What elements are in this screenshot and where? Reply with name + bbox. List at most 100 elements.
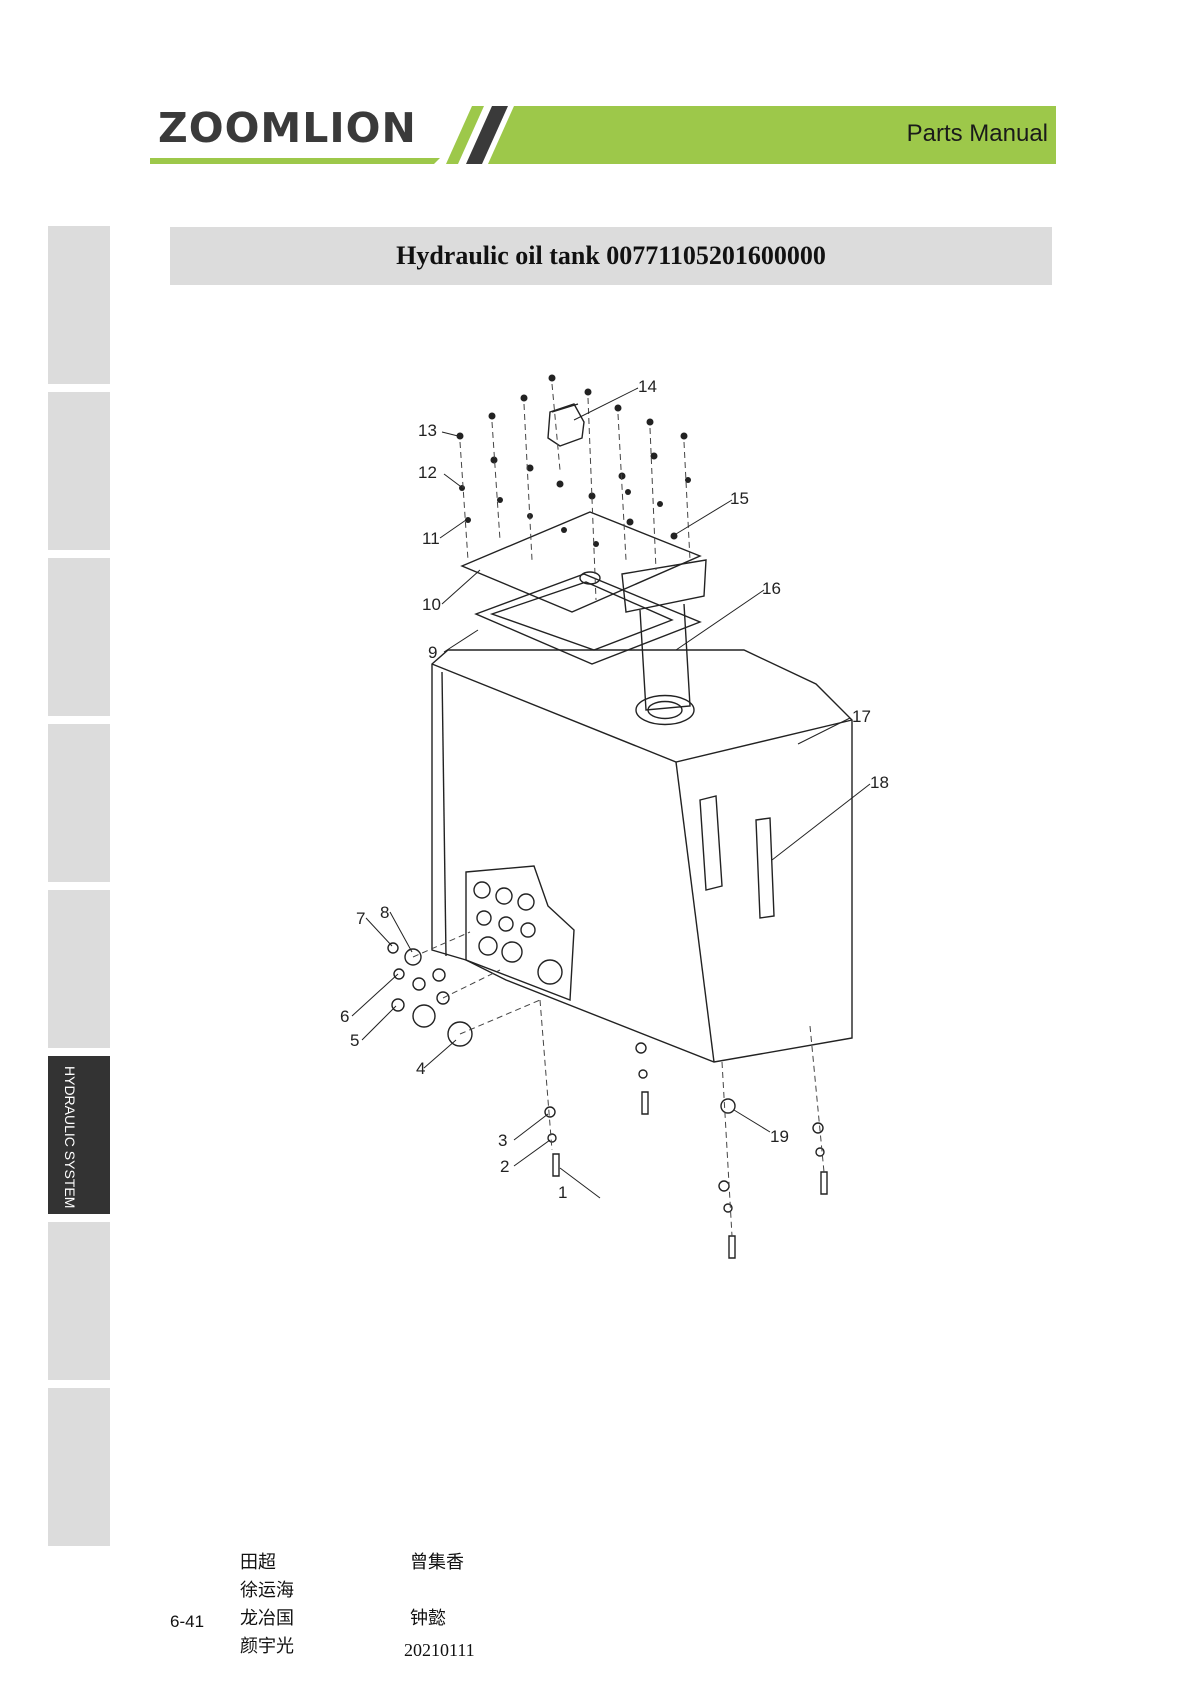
- gauge-bracket: [699, 795, 723, 891]
- callout-7: 7: [356, 909, 365, 928]
- callout-5: 5: [350, 1031, 359, 1050]
- cover-plate-10: [460, 511, 702, 613]
- callout-9: 9: [428, 643, 437, 662]
- callout-8: 8: [380, 903, 389, 922]
- section-tab-hydraulic-system[interactable]: HYDRAULIC SYSTEM: [48, 1056, 110, 1214]
- assembly-line: [539, 999, 553, 1151]
- logo-underline: [150, 158, 440, 164]
- assembly-line: [587, 397, 597, 601]
- screw: [588, 492, 596, 500]
- bolt: [641, 1091, 649, 1115]
- fitting-8: [404, 948, 422, 966]
- assembly-line: [809, 1025, 825, 1173]
- stripe-dark: [466, 106, 508, 164]
- filter-bowl: [639, 603, 691, 711]
- leader-line: [573, 387, 639, 421]
- leader-line: [675, 499, 733, 535]
- leader-line: [351, 973, 399, 1017]
- assembly-line: [649, 427, 657, 571]
- assembly-line: [491, 421, 501, 541]
- footer-name: 曾集香: [410, 1552, 464, 1573]
- leader-line: [675, 589, 765, 651]
- screw: [548, 374, 556, 382]
- assembly-line: [551, 383, 561, 471]
- port-hole: [473, 881, 491, 899]
- callout-numbers: 1 2 3 4 5 6 7 8 9 10 11 12 13 14 15 16 1…: [340, 377, 889, 1202]
- fitting: [412, 977, 426, 991]
- sight-gauge-18: [755, 817, 775, 919]
- assembly-line: [523, 403, 533, 561]
- footer-date: 20210111: [404, 1640, 475, 1660]
- section-tab-3[interactable]: [48, 558, 110, 716]
- leader-line: [733, 1109, 771, 1133]
- port-hole: [517, 893, 535, 911]
- fitting-7: [387, 942, 399, 954]
- callout-12: 12: [418, 463, 437, 482]
- drawing-linework: [387, 403, 853, 1259]
- company-logo: ZOOMLION: [158, 104, 417, 152]
- port-hole: [478, 936, 498, 956]
- leader-line: [361, 1005, 397, 1041]
- washer: [561, 527, 567, 533]
- gasket-9: [474, 573, 702, 665]
- leader-line: [443, 473, 461, 487]
- filter-flange: [635, 694, 695, 726]
- filter-flange-hole: [647, 700, 683, 720]
- assembly-line: [683, 441, 691, 561]
- section-tab-5[interactable]: [48, 890, 110, 1048]
- leader-line: [771, 783, 871, 861]
- callout-15: 15: [730, 489, 749, 508]
- washer: [685, 477, 691, 483]
- leader-line: [365, 917, 393, 947]
- section-tab-2[interactable]: [48, 392, 110, 550]
- callout-17: 17: [852, 707, 871, 726]
- assembly-lines: [412, 383, 825, 1237]
- parts-manual-label: Parts Manual: [906, 120, 1048, 147]
- assembly-line: [442, 969, 501, 999]
- port-hole: [498, 916, 514, 932]
- tank-outline: [431, 649, 853, 1063]
- section-tab-4[interactable]: [48, 724, 110, 882]
- footer-name: 徐运海: [240, 1580, 294, 1601]
- assembly-line: [721, 1061, 733, 1237]
- callout-2: 2: [500, 1157, 509, 1176]
- screw-13: [456, 432, 464, 440]
- screw: [614, 404, 622, 412]
- washer: [815, 1147, 825, 1157]
- breather-cap-14: [547, 403, 585, 447]
- leader-line: [423, 1039, 457, 1069]
- washer: [723, 1203, 733, 1213]
- callout-16: 16: [762, 579, 781, 598]
- callout-1: 1: [558, 1183, 567, 1202]
- section-tab-8[interactable]: [48, 1388, 110, 1546]
- callout-18: 18: [870, 773, 889, 792]
- screw: [490, 456, 498, 464]
- callout-13: 13: [418, 421, 437, 440]
- washer: [812, 1122, 824, 1134]
- washer-3: [544, 1106, 556, 1118]
- title-bar: Hydraulic oil tank 00771105201600000: [170, 227, 1052, 285]
- screw: [520, 394, 528, 402]
- page-header: ZOOMLION Parts Manual: [150, 100, 1056, 166]
- cover-screws: [456, 374, 691, 547]
- filter-head: [621, 559, 707, 613]
- washer-2: [547, 1133, 557, 1143]
- callout-19: 19: [770, 1127, 789, 1146]
- screw: [618, 472, 626, 480]
- leader-line: [441, 569, 481, 605]
- assembly-line: [459, 999, 541, 1035]
- bolt: [820, 1171, 828, 1195]
- assembly-line: [617, 413, 627, 561]
- callout-3: 3: [498, 1131, 507, 1150]
- section-tab-7[interactable]: [48, 1222, 110, 1380]
- washer: [657, 501, 663, 507]
- fitting-4: [447, 1021, 473, 1047]
- tank-top-edge: [431, 663, 853, 763]
- page-number: 6-41: [170, 1612, 205, 1631]
- washer: [625, 489, 631, 495]
- washer: [635, 1042, 647, 1054]
- assembly-line: [412, 931, 471, 958]
- callout-10: 10: [422, 595, 441, 614]
- section-tab-1[interactable]: [48, 226, 110, 384]
- callout-11: 11: [422, 529, 440, 548]
